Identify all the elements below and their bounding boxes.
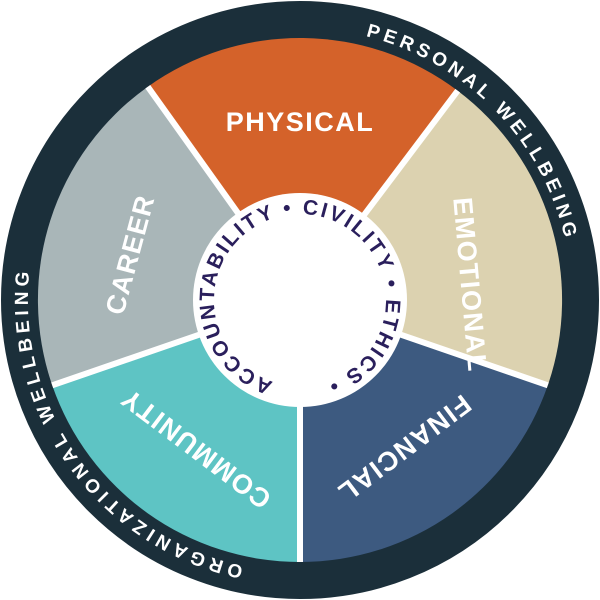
center-circle — [193, 193, 407, 407]
label-physical: PHYSICAL — [226, 107, 375, 137]
segment-physical — [147, 37, 458, 300]
